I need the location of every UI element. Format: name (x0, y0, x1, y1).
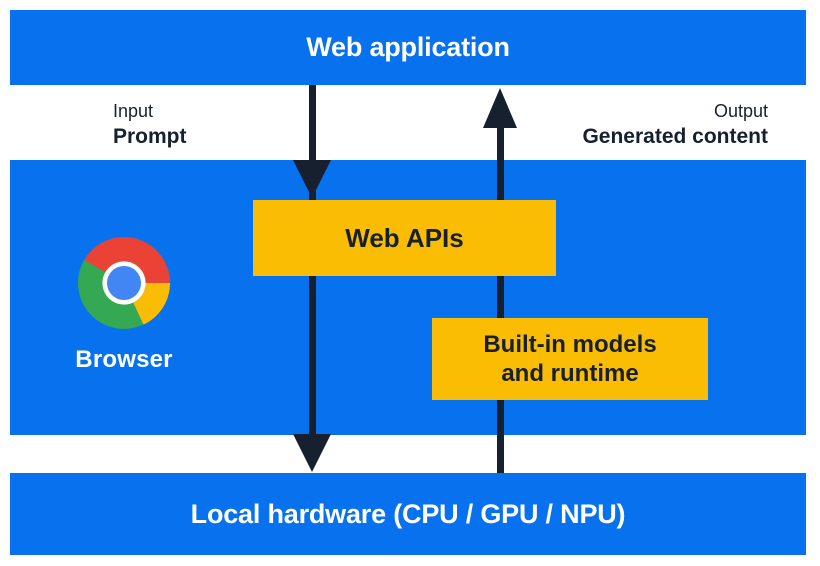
output-flow-arrow-shaft (497, 124, 504, 473)
web-apis-box: Web APIs (253, 200, 556, 276)
input-caption: Input (113, 101, 154, 121)
prompt-flow-arrowhead-web-apis (293, 160, 331, 198)
builtin-models-box: Built-in models and runtime (432, 318, 708, 400)
output-caption-block: Output Generated content (582, 99, 768, 149)
browser-cluster: Browser (48, 237, 200, 374)
builtin-models-label-line1: Built-in models (483, 331, 657, 358)
local-hardware-bar: Local hardware (CPU / GPU / NPU) (10, 473, 806, 555)
prompt-flow-arrowhead-local-hardware (293, 434, 331, 472)
web-application-bar: Web application (10, 10, 806, 85)
browser-label: Browser (75, 346, 173, 373)
input-caption-block: Input Prompt (113, 99, 187, 149)
output-flow-arrowhead-web-application (483, 88, 517, 128)
generated-content-label: Generated content (582, 125, 768, 148)
output-caption: Output (713, 101, 768, 121)
builtin-models-label-line2: and runtime (501, 360, 639, 387)
local-hardware-label: Local hardware (CPU / GPU / NPU) (190, 498, 626, 529)
chrome-logo-icon (78, 237, 170, 329)
web-application-label: Web application (306, 32, 510, 62)
prompt-label: Prompt (113, 125, 187, 148)
web-apis-label: Web APIs (345, 222, 464, 253)
